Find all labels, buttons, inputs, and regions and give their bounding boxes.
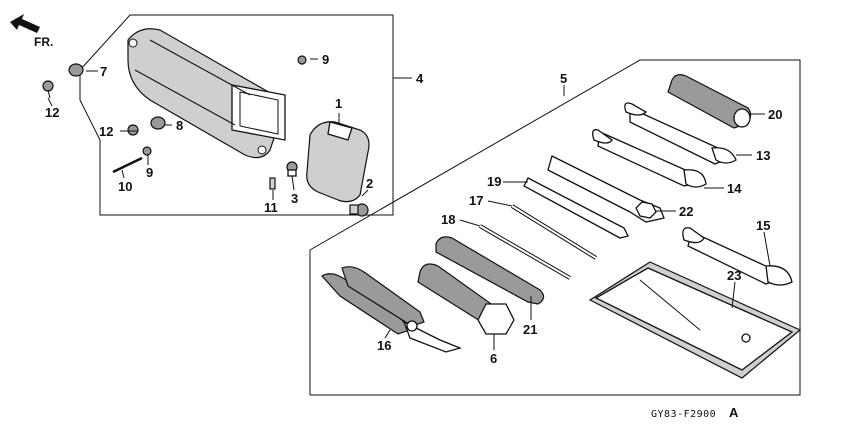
label-9-top: 9 bbox=[322, 52, 329, 67]
screwdriver-18 bbox=[478, 224, 572, 280]
front-direction-arrow: FR. bbox=[10, 14, 53, 49]
label-3: 3 bbox=[291, 191, 298, 206]
leader-lines bbox=[47, 58, 771, 350]
wrench-13 bbox=[624, 102, 737, 165]
bolt-10 bbox=[112, 156, 143, 174]
label-18: 18 bbox=[441, 212, 455, 227]
label-7: 7 bbox=[100, 64, 107, 79]
drawing-code: GY83-F2900 bbox=[651, 409, 716, 420]
label-16: 16 bbox=[377, 338, 391, 353]
screwdriver-handle bbox=[667, 74, 752, 129]
tool-case-cover bbox=[306, 121, 370, 203]
tool-bag bbox=[588, 261, 802, 379]
washer-7 bbox=[68, 63, 84, 77]
label-17: 17 bbox=[469, 193, 483, 208]
label-12-right: 12 bbox=[99, 124, 113, 139]
part-number-labels: 7 9 4 12 12 8 9 10 1 2 3 11 5 20 13 14 2… bbox=[45, 52, 782, 366]
grommet bbox=[286, 161, 298, 177]
box-wrench-22 bbox=[547, 155, 665, 223]
cover-screw bbox=[349, 203, 369, 217]
label-6: 6 bbox=[490, 351, 497, 366]
label-9-bottom: 9 bbox=[146, 165, 153, 180]
label-13: 13 bbox=[756, 148, 770, 163]
bolt-12-right bbox=[127, 124, 139, 136]
label-21: 21 bbox=[523, 322, 537, 337]
front-direction-label: FR. bbox=[34, 35, 53, 49]
pliers bbox=[321, 266, 463, 353]
clip bbox=[269, 177, 276, 190]
nut-9-bottom bbox=[142, 146, 152, 156]
label-4: 4 bbox=[416, 71, 424, 86]
nut-9-top bbox=[297, 55, 307, 65]
tool-case-body bbox=[127, 28, 286, 159]
label-1: 1 bbox=[335, 96, 342, 111]
label-22: 22 bbox=[679, 204, 693, 219]
label-12-left: 12 bbox=[45, 105, 59, 120]
drawing-suffix: A bbox=[729, 405, 739, 420]
label-23: 23 bbox=[727, 268, 741, 283]
label-2: 2 bbox=[366, 176, 373, 191]
bolt-12-left bbox=[42, 80, 54, 99]
label-14: 14 bbox=[727, 181, 742, 196]
wrench-15 bbox=[682, 227, 793, 286]
rubber-8 bbox=[150, 116, 166, 130]
label-8: 8 bbox=[176, 118, 183, 133]
label-19: 19 bbox=[487, 174, 501, 189]
spark-plug-wrench bbox=[417, 263, 515, 335]
label-15: 15 bbox=[756, 218, 770, 233]
label-20: 20 bbox=[768, 107, 782, 122]
handle-bar-21 bbox=[435, 236, 545, 305]
label-10: 10 bbox=[118, 179, 132, 194]
screwdriver-17 bbox=[510, 204, 598, 260]
label-11: 11 bbox=[264, 200, 278, 215]
wrench-14 bbox=[592, 129, 707, 188]
tool-kit-group-frame bbox=[309, 59, 801, 396]
label-5: 5 bbox=[560, 71, 567, 86]
screwdriver-19 bbox=[523, 177, 629, 239]
